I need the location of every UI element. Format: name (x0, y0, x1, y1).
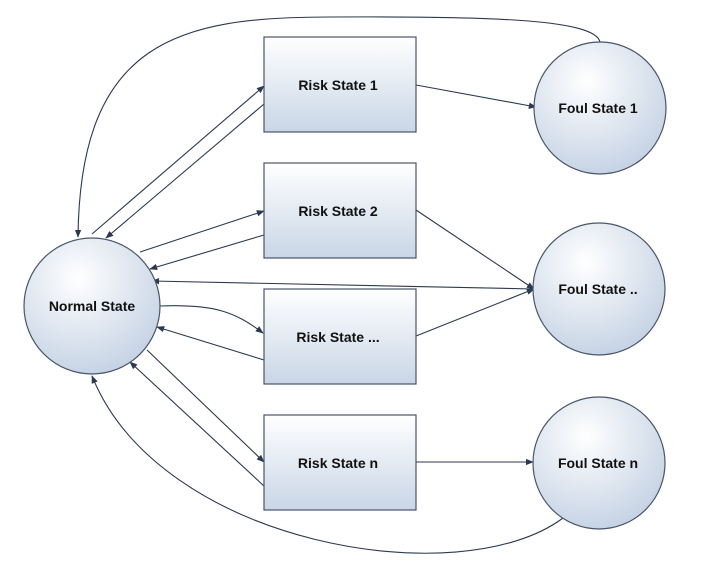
node-foul-state-1: Foul State 1 (533, 41, 667, 175)
edge-risk-2-to-normal (149, 234, 265, 271)
node-foul-dots-label: Foul State .. (558, 281, 637, 297)
node-risk-n-label: Risk State n (298, 455, 378, 471)
node-risk-1-label: Risk State 1 (298, 77, 378, 93)
node-risk-state-1: Risk State 1 (263, 36, 417, 133)
node-foul-1-label: Foul State 1 (558, 100, 638, 116)
edge-risk-1-to-normal (105, 103, 265, 239)
node-risk-2-shape (263, 162, 417, 259)
edge-risk-n-to-normal (129, 361, 265, 487)
node-risk-1-shape (263, 36, 417, 133)
edge-risk-2-to-foul-dots (415, 209, 535, 290)
node-risk-n-shape (263, 414, 417, 511)
edge-risk-dots-to-foul-dots (415, 288, 535, 337)
node-foul-1-shape (533, 41, 667, 175)
edge-normal-to-risk-2 (139, 210, 265, 253)
edge-foul-n-to-normal (91, 375, 564, 554)
node-normal-state: Normal State (23, 237, 161, 375)
edge-risk-1-to-foul-1 (415, 84, 537, 109)
node-foul-dots-shape (532, 222, 666, 356)
edge-normal-to-risk-n (146, 349, 265, 463)
node-risk-2-label: Risk State 2 (298, 203, 378, 219)
node-foul-n-label: Foul State n (558, 455, 638, 471)
edge-foul-1-to-normal (74, 16, 601, 238)
node-risk-state-2: Risk State 2 (263, 162, 417, 259)
node-normal-label: Normal State (49, 298, 136, 314)
node-risk-state-n: Risk State n (263, 414, 417, 511)
edges (74, 16, 601, 554)
node-risk-dots-label: Risk State ... (296, 329, 379, 345)
node-risk-state-dots: Risk State ... (263, 288, 417, 385)
edge-normal-to-risk-1 (91, 85, 265, 235)
edge-foul-dots-to-normal (151, 277, 535, 290)
node-foul-n-shape (532, 396, 666, 530)
node-foul-state-n: Foul State n (532, 396, 666, 530)
node-normal-shape (23, 237, 161, 375)
node-risk-dots-shape (263, 288, 417, 385)
node-foul-state-dots: Foul State .. (532, 222, 666, 356)
edge-risk-dots-to-normal (156, 326, 265, 361)
edge-normal-to-risk-dots (159, 305, 264, 334)
